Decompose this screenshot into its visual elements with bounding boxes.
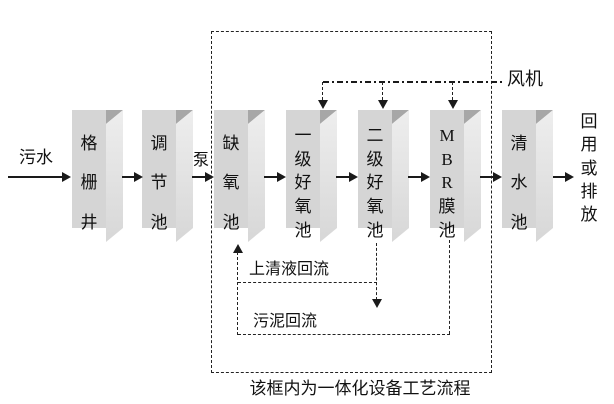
tank-side-face: [536, 110, 553, 242]
flow-arrow: [408, 169, 430, 185]
arrow-head-icon: [349, 172, 358, 182]
blower-line: [323, 81, 505, 83]
outflow-arrow: [553, 169, 574, 185]
blower-drop-line: [322, 82, 323, 100]
supernatant-return-line: [238, 282, 377, 283]
tank-side-face: [392, 110, 409, 242]
tank-side-face: [320, 110, 337, 242]
tank-label: 二级好氧池: [366, 126, 384, 240]
blower-drop-arrow-icon: [318, 100, 328, 109]
tank-label: 清水池: [510, 134, 528, 232]
mbr-return-line: [449, 240, 450, 334]
arrow-head-icon: [134, 172, 143, 182]
return-riser-line: [237, 252, 238, 335]
tank-front-face: [72, 110, 106, 228]
arrow-head-icon: [205, 172, 214, 182]
sludge-return-line: [238, 334, 450, 335]
integrated-equipment-frame: [211, 31, 492, 373]
tank-regulating: 调节池: [142, 110, 193, 242]
tank-label: 调节池: [150, 134, 168, 232]
arrow-line: [408, 176, 423, 178]
aerobic2-down-arrow-icon: [372, 299, 382, 308]
arrow-line: [553, 176, 567, 178]
tank-label: 缺氧池: [222, 134, 240, 232]
arrow-line: [122, 176, 136, 178]
arrow-line: [192, 176, 207, 178]
blower-drop-arrow-icon: [378, 100, 388, 109]
sludge-return-label: 污泥回流: [253, 313, 318, 330]
blower-drop-line: [382, 82, 383, 100]
tank-grid-well: 格栅井: [72, 110, 123, 242]
tank-front-face: [358, 110, 392, 228]
blower-drop-arrow-icon: [448, 100, 458, 109]
inflow-label: 污水: [19, 148, 53, 167]
tank-label: 格栅井: [80, 134, 98, 232]
arrow-head-icon: [62, 172, 71, 182]
tank-front-face: [142, 110, 176, 228]
inflow-arrow: [8, 169, 71, 185]
tank-aerobic-2: 二级好氧池: [358, 110, 409, 242]
tank-side-face: [464, 110, 481, 242]
tank-front-face: [430, 110, 464, 228]
supernatant-return-label: 上清液回流: [249, 261, 330, 278]
outflow-label: 回用或排放: [580, 112, 598, 224]
tank-front-face: [502, 110, 536, 228]
aerobic2-down-line: [376, 243, 377, 300]
arrow-line: [336, 176, 351, 178]
pump-label: 泵: [193, 152, 210, 169]
tank-label: 一级好氧池: [294, 126, 312, 240]
arrow-head-icon: [565, 172, 574, 182]
tank-front-face: [286, 110, 320, 228]
arrow-line: [480, 176, 495, 178]
pump-arrow: [192, 169, 214, 185]
flow-arrow: [264, 169, 286, 185]
flow-arrow: [480, 169, 502, 185]
tank-front-face: [214, 110, 248, 228]
tank-side-face: [106, 110, 123, 242]
tank-clean-water: 清水池: [502, 110, 553, 242]
arrow-head-icon: [493, 172, 502, 182]
flow-arrow: [122, 169, 143, 185]
arrow-head-icon: [277, 172, 286, 182]
blower-drop-line: [452, 82, 453, 100]
blower-label: 风机: [507, 69, 543, 89]
arrow-line: [8, 176, 64, 178]
tank-side-face: [176, 110, 193, 242]
arrow-line: [264, 176, 279, 178]
tank-aerobic-1: 一级好氧池: [286, 110, 337, 242]
tank-side-face: [248, 110, 265, 242]
flow-arrow: [336, 169, 358, 185]
return-up-arrow-icon: [233, 244, 243, 253]
arrow-head-icon: [421, 172, 430, 182]
tank-anoxic: 缺氧池: [214, 110, 265, 242]
frame-caption: 该框内为一体化设备工艺流程: [249, 379, 471, 398]
